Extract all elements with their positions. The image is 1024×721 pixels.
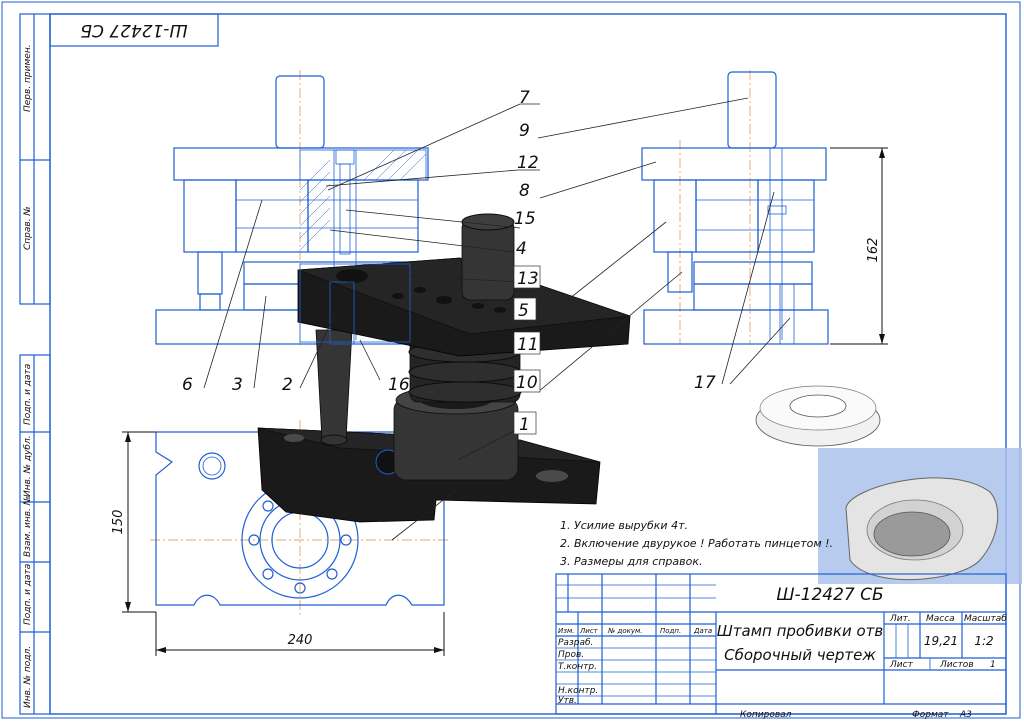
callout-1: 1: [519, 415, 530, 435]
title-code: Ш-12427 СБ: [776, 585, 883, 605]
technical-notes: 1. Усилие вырубки 4т. 2. Включение двуру…: [560, 519, 833, 568]
col-mass: Масса: [926, 614, 955, 624]
highlighted-inset: [818, 448, 1022, 584]
side-label-podl: Инв. № подл.: [23, 646, 33, 708]
side-strip: Перв. примен. Справ. № Подп. и дата Инв.…: [19, 13, 51, 715]
callout-10: 10: [516, 373, 538, 393]
side-label-podp1: Подп. и дата: [23, 364, 33, 425]
role-razrab: Разраб.: [558, 638, 593, 648]
note-1: 1. Усилие вырубки 4т.: [560, 519, 688, 532]
copied-label: Копировал: [740, 710, 792, 720]
cap-part-render: [755, 385, 881, 447]
mass-value: 19,21: [924, 634, 958, 648]
dimension-240: 240: [288, 633, 313, 648]
side-label-vzam: Взам. инв. №: [23, 496, 33, 557]
callout-4: 4: [516, 239, 527, 259]
rotated-code-box: Ш-12427 СБ: [49, 13, 219, 47]
callout-3: 3: [232, 375, 243, 395]
callout-17: 17: [694, 373, 716, 393]
callout-9: 9: [519, 121, 530, 141]
role-utv: Утв.: [558, 696, 577, 706]
role-tkontr: Т.контр.: [558, 662, 597, 672]
side-label-sprav: Справ. №: [23, 206, 33, 250]
title-name-line2: Сборочный чертеж: [724, 646, 876, 664]
callout-15: 15: [514, 209, 536, 229]
dimension-162: 162: [866, 238, 881, 263]
side-label-dubl: Инв. № дубл.: [23, 435, 33, 497]
title-block: Ш-12427 СБ Штамп пробивки отв Сборочный …: [555, 573, 1007, 720]
row-header-izm: Изм.: [558, 627, 574, 635]
isometric-model: [257, 213, 631, 523]
col-scale: Масштаб: [964, 614, 1007, 624]
callout-13: 13: [517, 269, 539, 289]
rotated-code-text: Ш-12427 СБ: [80, 20, 187, 40]
row-header-data: Дата: [693, 627, 712, 635]
side-label-perv: Перв. примен.: [23, 44, 33, 112]
callout-leaders: [203, 97, 791, 541]
format-label: Формат: [912, 710, 949, 720]
note-2: 2. Включение двурукое ! Работать пинцето…: [560, 537, 833, 550]
callout-11: 11: [517, 335, 539, 355]
callout-8: 8: [519, 181, 530, 201]
callout-7: 7: [519, 88, 530, 108]
side-view: 162: [641, 70, 888, 345]
row-header-list: Лист: [579, 627, 599, 635]
format-value: A3: [959, 710, 972, 720]
dimension-150: 150: [111, 510, 126, 535]
side-label-podp2: Подп. и дата: [23, 564, 33, 625]
title-name-line1: Штамп пробивки отв: [717, 622, 884, 640]
callout-5: 5: [518, 301, 529, 321]
sheets-count: 1: [990, 660, 996, 670]
sheets-label: Листов: [939, 660, 974, 670]
sheet-label: Лист: [889, 660, 914, 670]
col-lit: Лит.: [889, 614, 911, 624]
row-header-dok: № докум.: [607, 627, 643, 635]
note-3: 3. Размеры для справок.: [560, 555, 703, 568]
row-header-podp: Подп.: [660, 627, 681, 635]
role-nkontr: Н.контр.: [558, 686, 598, 696]
callout-12: 12: [517, 153, 539, 173]
callout-16: 16: [388, 375, 410, 395]
inner-frame: [49, 13, 1007, 715]
callout-2: 2: [282, 375, 293, 395]
role-prov: Пров.: [558, 650, 584, 660]
scale-value: 1:2: [974, 634, 993, 648]
callout-6: 6: [182, 375, 193, 395]
